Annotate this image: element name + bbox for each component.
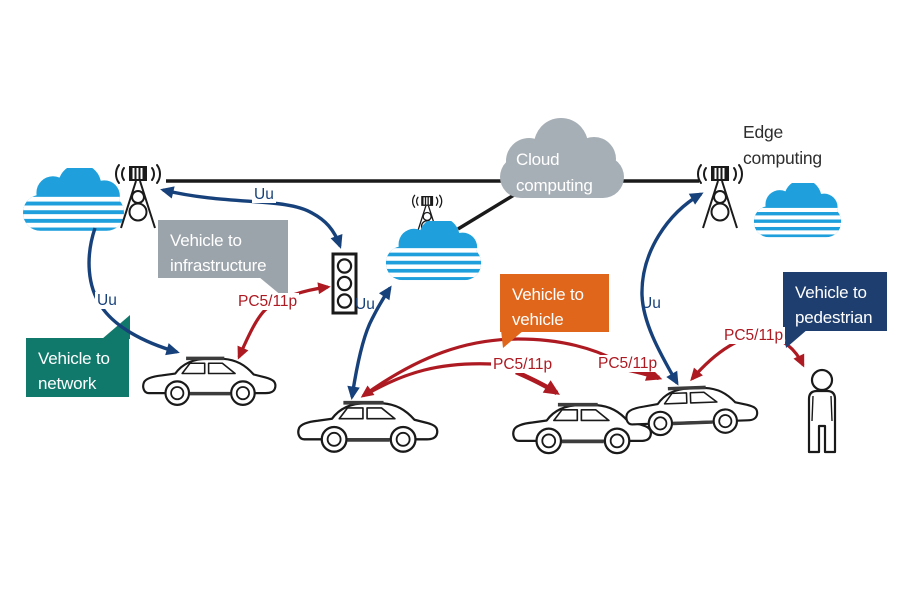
uu-arrow-car4-edgetower [640,192,704,386]
pc5-arrow-car2-car4 [360,337,618,398]
network-cloud-icon-left [23,168,124,231]
uu-label-4: Uu [641,295,661,312]
car-icon-1 [141,356,278,407]
bubble-tail-vehicle-to-pedestrian [784,329,808,348]
bubble-tail-vehicle-to-network [102,315,130,339]
car-icon-2 [296,400,440,454]
label-vehicle-to-network: Vehicle to network [26,338,129,397]
bubble-tail-vehicle-to-vehicle [501,330,524,348]
link-cloud-to-roadside [457,193,515,231]
uu-arrow-tower-trafficlight [160,186,343,249]
label-vehicle-to-vehicle: Vehicle to vehicle [500,274,609,332]
label-vehicle-to-pedestrian: Vehicle to pedestrian [783,272,887,331]
uu-arrow-car2-cloud [347,285,392,400]
network-cloud-icon-right [753,183,842,238]
pc5-label-3: PC5/11p [596,355,660,372]
pc5-label-4: PC5/11p [722,327,786,344]
cell-tower-icon-right [697,164,743,229]
uu-label-2: Uu [95,292,119,309]
edge-computing-label: Edge computing [743,122,822,168]
pc5-label-1: PC5/11p [236,293,300,310]
label-vehicle-to-infrastructure: Vehicle to infrastructure [158,220,288,278]
uu-label-1: Uu [252,186,276,203]
pc5-arrowhead-car3 [515,369,560,395]
traffic-light-icon [331,252,358,315]
cloud-computing-label: Cloud computing [516,150,593,195]
cloud-computing-icon [500,118,624,198]
pedestrian-icon [807,368,837,454]
pc5-arrow-car2-car3 [364,362,493,397]
uu-label-3: Uu [355,296,375,313]
pc5-label-2: PC5/11p [491,356,555,373]
network-cloud-icon-middle [385,221,482,281]
